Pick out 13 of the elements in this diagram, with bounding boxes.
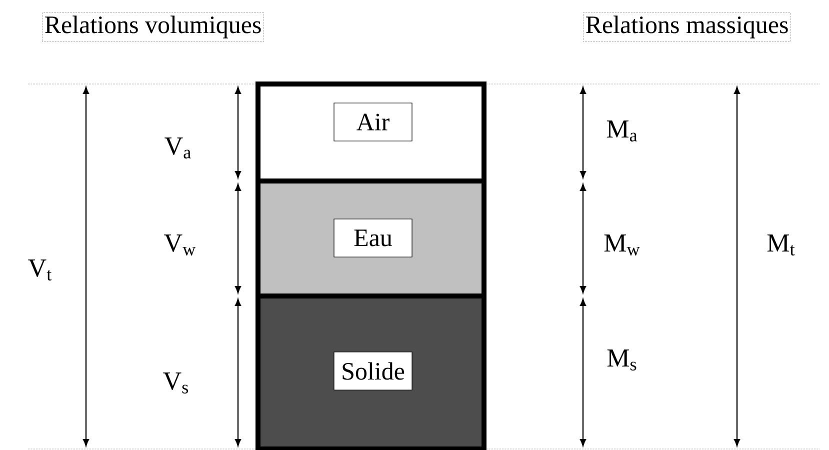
quantity-symbol: M$_{w}$: [604, 234, 640, 256]
phase-band: Eau: [256, 178, 486, 298]
quantity-symbol: V$_{w}$: [164, 234, 196, 256]
quantity-symbol: M$_{s}$: [607, 350, 636, 370]
quantity-symbol: V$_{t}$: [28, 260, 52, 280]
quantity-symbol: M$_{a}$: [606, 120, 638, 142]
quantity-symbol: V$_{a}$: [164, 138, 191, 158]
quantity-symbol: V$_{s}$: [163, 372, 188, 394]
phase-band: Air: [256, 82, 486, 184]
quantity-symbol: M$_{t}$: [767, 234, 795, 256]
phase-band: Solide: [256, 294, 486, 450]
heading: Relations massiques: [582, 12, 792, 42]
heading: Relations volumiques: [42, 12, 264, 42]
